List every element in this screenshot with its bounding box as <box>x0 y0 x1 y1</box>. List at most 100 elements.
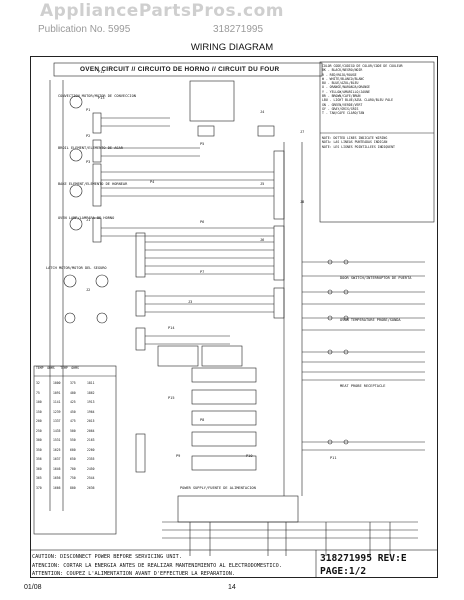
table-cell: 600 <box>70 447 76 452</box>
component-label: BAKE ELEMENT/ELEMENTO DE HORNEAR <box>58 182 128 186</box>
connector-label: J8 <box>300 200 305 204</box>
table-cell: 1913 <box>87 400 95 404</box>
table-cell: 150 <box>36 409 42 414</box>
table-cell: 1964 <box>87 409 95 414</box>
publication-number: Publication No. 5995 <box>38 24 131 35</box>
table-cell: 1646 <box>53 466 61 471</box>
legend-item: GY - GRAY/GRIS/GRIS <box>322 106 359 111</box>
connector-label: J4 <box>260 110 265 114</box>
connector-label: P7 <box>200 270 205 274</box>
table-row: 150 1239 450 1964 <box>36 408 104 418</box>
connector-label: P6 <box>200 220 205 224</box>
caution-block: CAUTION: DISCONNECT POWER BEFORE SERVICI… <box>32 553 282 579</box>
connector-label: P2 <box>86 134 91 138</box>
connector-label: J7 <box>300 130 305 134</box>
table-cell: 2260 <box>87 447 95 452</box>
oven-circuit-title: OVEN CIRCUIT // CIRCUITO DE HORNO // CIR… <box>80 66 280 73</box>
connector-label: P15 <box>168 396 175 400</box>
table-cell: 100 <box>36 400 42 404</box>
table-cell: 1811 <box>87 381 95 385</box>
caution-line: ATENCION: CORTAR LA ENERGIA ANTES DE REA… <box>32 562 282 569</box>
table-cell: 425 <box>70 400 76 404</box>
caution-line: ATTENTION: COUPEZ L'ALIMENTATION AVANT D… <box>32 571 236 578</box>
legend-item: BU - BLUE/AZUL/BLEU <box>322 81 359 86</box>
color-code-legend: COLOR CODE/CODIGO DE COLOR/CODE DE COULE… <box>322 64 403 116</box>
component-label: DOOR SWITCH/INTERRUPTOR DE PUERTA <box>340 276 412 280</box>
legend-item: GN - GREEN/VERDE/VERT <box>322 102 363 107</box>
table-cell: 1625 <box>53 447 61 452</box>
document-number: 318271995 REV:E <box>320 553 407 564</box>
legend-item: W - WHITE/BLANCO/BLANC <box>322 76 365 81</box>
table-cell: 300 <box>36 438 42 442</box>
connector-label: J2 <box>86 288 91 292</box>
table-cell: 1656 <box>53 476 61 480</box>
header-part-number: 318271995 <box>213 24 264 35</box>
diagram-frame <box>30 56 438 578</box>
table-cell: 400 <box>70 390 76 395</box>
table-cell: 1862 <box>87 390 95 395</box>
table-cell: 2544 <box>87 476 95 480</box>
component-label: BROIL ELEMENT/ELEMENTO DE ASAR <box>58 146 123 150</box>
page-header: Publication No. 5995 318271995 <box>38 24 263 35</box>
table-cell: 1337 <box>53 419 61 423</box>
table-cell: 2636 <box>87 485 95 490</box>
connector-label: P12 <box>98 70 105 74</box>
table-cell: 2163 <box>87 438 95 442</box>
table-cell: 200 <box>36 419 42 423</box>
footer-date: 01/08 <box>24 584 42 591</box>
component-label: OVEN LAMP/LAMPARA DE HORNO <box>58 216 115 220</box>
table-cell: 250 <box>36 428 42 433</box>
table-cell: 1000 <box>53 381 61 385</box>
legend-item: R - RED/ROJO/ROUGE <box>322 72 357 77</box>
component-label: CONVECTION MOTOR/MOTOR DE CONVECCION <box>58 94 136 98</box>
connector-label: P3 <box>86 160 91 164</box>
wiring-note: NOTE: DOTTED LINES INDICATE WIRING NOTA:… <box>322 136 395 149</box>
table-cell: 1666 <box>53 485 61 490</box>
table-cell: 75 <box>36 390 40 395</box>
table-cell: 500 <box>70 428 76 433</box>
table-cell: 450 <box>70 409 76 414</box>
table-cell: 2450 <box>87 466 95 471</box>
table-cell: 1531 <box>53 438 61 442</box>
connector-label: J5 <box>260 182 265 186</box>
connector-label: P1 <box>86 108 91 112</box>
note-line: NOTE: DOTTED LINES INDICATE WIRING <box>322 136 388 140</box>
note-line: NOTA: LAS LINEAS PUNTEADAS INDICAN <box>322 140 388 145</box>
wiring-schematic <box>30 61 438 578</box>
table-cell: 750 <box>70 476 76 480</box>
legend-item: T - TAN/CAFE CLARO/TAN <box>322 111 365 116</box>
watermark-logo-text: AppliancePartsPros.com <box>40 1 285 21</box>
connector-label: J3 <box>188 300 193 304</box>
connector-label: P13 <box>98 96 105 100</box>
table-cell: 1091 <box>53 390 61 395</box>
legend-item: Y - YELLOW/AMARILLO/JAUNE <box>322 89 370 94</box>
table-cell: 356 <box>36 457 42 461</box>
connector-label: P11 <box>330 456 337 460</box>
table-cell: 2064 <box>87 428 95 433</box>
connector-label: P10 <box>246 454 253 458</box>
table-cell: 700 <box>70 466 76 471</box>
connector-label: J1 <box>86 218 91 222</box>
legend-title: COLOR CODE/CODIGO DE COLOR/CODE DE COULE… <box>322 64 403 68</box>
page-label: PAGE:1/2 <box>320 566 367 577</box>
table-cell: 800 <box>70 485 76 490</box>
connector-label: P8 <box>200 418 205 422</box>
table-row: 75 1091 400 1862 <box>36 389 104 399</box>
connector-label: P9 <box>176 454 181 458</box>
table-cell: 2015 <box>87 419 95 423</box>
table-cell: 32 <box>36 381 40 385</box>
table-header: TEMP OHMS TEMP OHMS <box>36 366 79 370</box>
table-cell: 1239 <box>53 409 61 414</box>
connector-label: P4 <box>150 180 155 184</box>
legend-item: O - ORANGE/NARANJA/ORANGE <box>322 85 370 90</box>
legend-item: BR - BROWN/CAFE/BRUN <box>322 94 361 99</box>
